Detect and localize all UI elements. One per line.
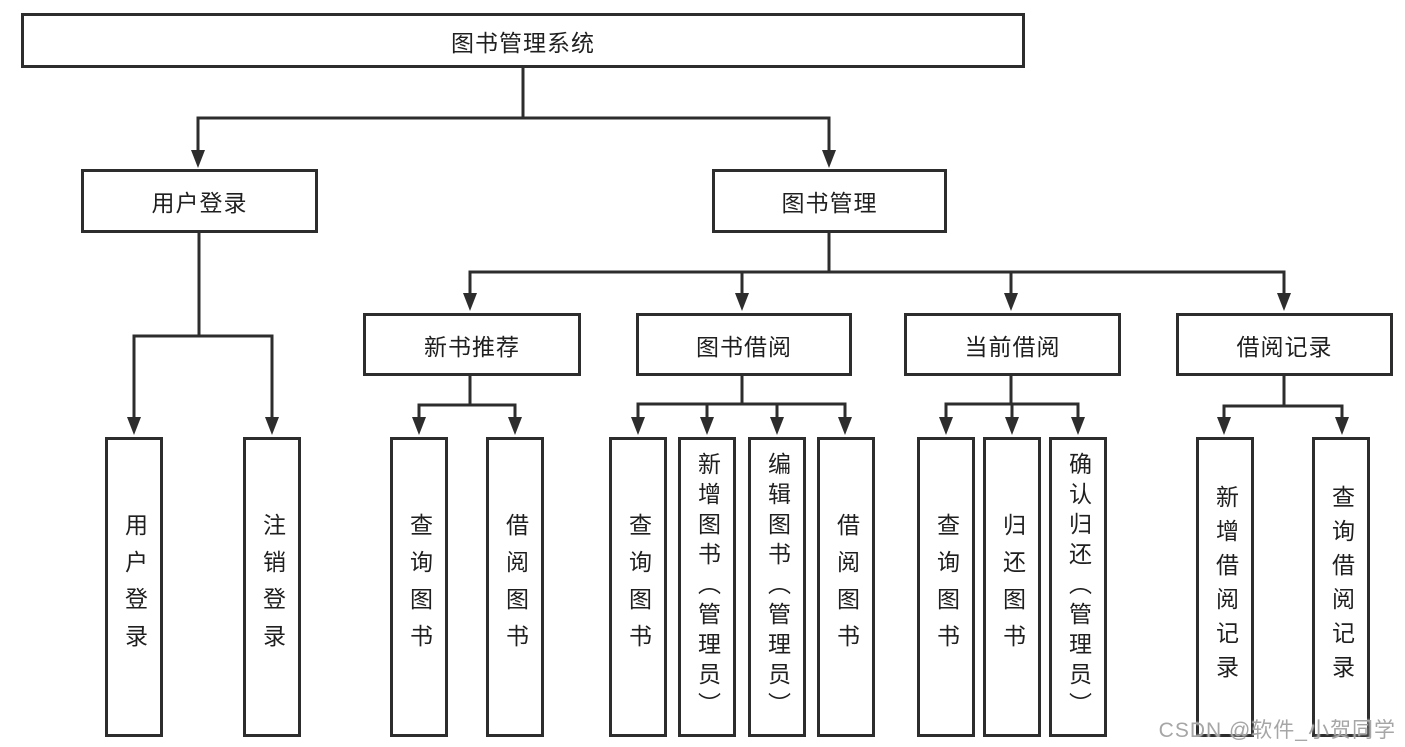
leaf-query-books-borrow-label: 查询图书 (625, 513, 652, 661)
leaf-return-book: 归还图书 (983, 437, 1041, 737)
csdn-watermark: CSDN @软件_小贺同学 (1158, 719, 1396, 742)
leaf-confirm-return-admin: 确认归还（管理员） (1049, 437, 1107, 737)
leaf-edit-book-admin: 编辑图书（管理员） (748, 437, 806, 737)
node-book-borrow: 图书借阅 (636, 313, 852, 376)
leaf-query-borrow-record-label: 查询借阅记录 (1328, 485, 1355, 689)
leaf-user-login: 用户登录 (105, 437, 163, 737)
leaf-edit-book-admin-label: 编辑图书（管理员） (764, 452, 791, 722)
node-root: 图书管理系统 (21, 13, 1025, 68)
node-book-management: 图书管理 (712, 169, 947, 233)
leaf-return-book-label: 归还图书 (999, 513, 1026, 661)
node-root-label: 图书管理系统 (451, 29, 595, 56)
leaf-borrow-books-recommend-label: 借阅图书 (502, 513, 529, 661)
node-user-login: 用户登录 (81, 169, 318, 233)
node-user-login-label: 用户登录 (151, 190, 248, 216)
leaf-borrow-books-recommend: 借阅图书 (486, 437, 544, 737)
node-current-borrow-label: 当前借阅 (964, 333, 1061, 360)
leaf-logout: 注销登录 (243, 437, 301, 737)
leaf-query-books-borrow: 查询图书 (609, 437, 667, 737)
leaf-query-books-current-label: 查询图书 (933, 513, 960, 661)
leaf-add-book-admin: 新增图书（管理员） (678, 437, 736, 737)
node-borrow-records-label: 借阅记录 (1236, 333, 1333, 360)
leaf-query-books-current: 查询图书 (917, 437, 975, 737)
node-borrow-records: 借阅记录 (1176, 313, 1393, 376)
leaf-borrow-books-label: 借阅图书 (833, 513, 860, 661)
leaf-logout-label: 注销登录 (259, 513, 286, 661)
leaf-user-login-label: 用户登录 (121, 513, 148, 661)
leaf-query-borrow-record: 查询借阅记录 (1312, 437, 1370, 737)
leaf-query-books-recommend: 查询图书 (390, 437, 448, 737)
node-new-book-recommend-label: 新书推荐 (424, 333, 520, 360)
leaf-confirm-return-admin-label: 确认归还（管理员） (1065, 452, 1092, 722)
leaf-add-book-admin-label: 新增图书（管理员） (694, 452, 721, 722)
leaf-add-borrow-record-label: 新增借阅记录 (1212, 485, 1239, 689)
node-new-book-recommend: 新书推荐 (363, 313, 581, 376)
node-current-borrow: 当前借阅 (904, 313, 1121, 376)
leaf-borrow-books: 借阅图书 (817, 437, 875, 737)
node-book-management-label: 图书管理 (781, 190, 878, 216)
leaf-query-books-recommend-label: 查询图书 (406, 513, 433, 661)
leaf-add-borrow-record: 新增借阅记录 (1196, 437, 1254, 737)
node-book-borrow-label: 图书借阅 (696, 333, 792, 360)
